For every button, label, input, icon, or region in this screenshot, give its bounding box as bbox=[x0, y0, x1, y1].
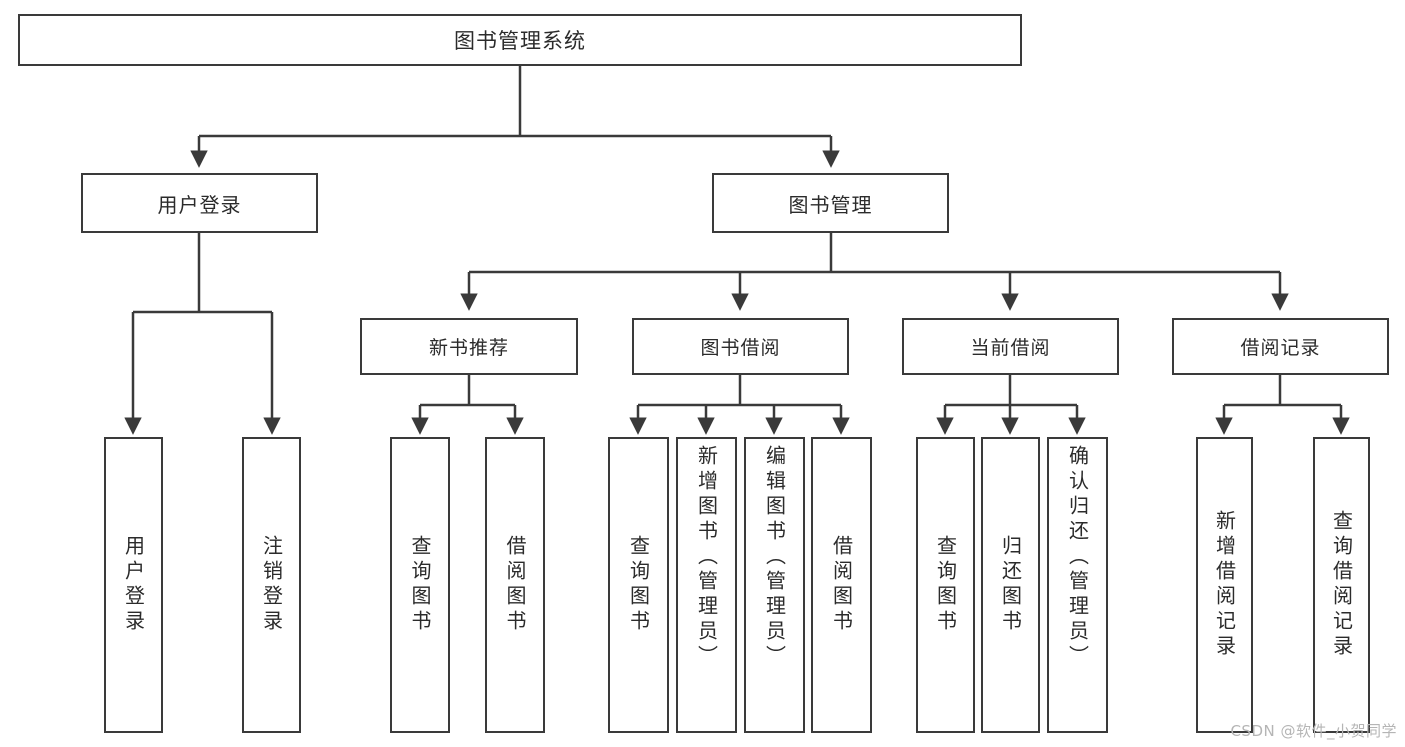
watermark-text: CSDN @软件_小贺同学 bbox=[1230, 722, 1397, 740]
leaf-confirm-return-label: 确认归还（管理员） bbox=[1065, 445, 1090, 670]
leaf-query-book-3[interactable]: 查询图书 bbox=[916, 437, 975, 733]
node-current-borrow-label: 当前借阅 bbox=[970, 337, 1051, 359]
leaf-query-record-label: 查询借阅记录 bbox=[1329, 510, 1354, 660]
node-book-management-label: 图书管理 bbox=[788, 192, 873, 217]
leaf-query-book-3-label: 查询图书 bbox=[933, 535, 958, 635]
leaf-query-record[interactable]: 查询借阅记录 bbox=[1313, 437, 1370, 733]
leaf-add-book[interactable]: 新增图书（管理员） bbox=[676, 437, 737, 733]
leaf-confirm-return[interactable]: 确认归还（管理员） bbox=[1047, 437, 1108, 733]
node-current-borrow[interactable]: 当前借阅 bbox=[902, 318, 1119, 375]
leaf-logout-label: 注销登录 bbox=[259, 535, 284, 635]
leaf-query-book-2-label: 查询图书 bbox=[626, 535, 651, 635]
leaf-add-record-label: 新增借阅记录 bbox=[1212, 510, 1237, 660]
leaf-query-book-1-label: 查询图书 bbox=[408, 535, 432, 635]
node-book-management[interactable]: 图书管理 bbox=[712, 173, 949, 233]
node-book-borrow[interactable]: 图书借阅 bbox=[632, 318, 849, 375]
leaf-query-book-2[interactable]: 查询图书 bbox=[608, 437, 669, 733]
leaf-borrow-book-2[interactable]: 借阅图书 bbox=[811, 437, 872, 733]
leaf-edit-book[interactable]: 编辑图书（管理员） bbox=[744, 437, 805, 733]
leaf-add-book-label: 新增图书（管理员） bbox=[694, 445, 719, 670]
leaf-borrow-book-1-label: 借阅图书 bbox=[503, 535, 527, 635]
leaf-add-record[interactable]: 新增借阅记录 bbox=[1196, 437, 1253, 733]
node-user-login-label: 用户登录 bbox=[157, 192, 242, 217]
node-user-login[interactable]: 用户登录 bbox=[81, 173, 318, 233]
node-new-book-recommend-label: 新书推荐 bbox=[428, 337, 509, 359]
leaf-return-book-label: 归还图书 bbox=[998, 535, 1023, 635]
node-root-label: 图书管理系统 bbox=[454, 29, 586, 53]
leaf-borrow-book-2-label: 借阅图书 bbox=[829, 535, 854, 635]
node-borrow-record-label: 借阅记录 bbox=[1240, 337, 1321, 359]
node-book-borrow-label: 图书借阅 bbox=[700, 337, 781, 359]
node-borrow-record[interactable]: 借阅记录 bbox=[1172, 318, 1389, 375]
leaf-borrow-book-1[interactable]: 借阅图书 bbox=[485, 437, 545, 733]
node-root[interactable]: 图书管理系统 bbox=[18, 14, 1022, 66]
leaf-logout[interactable]: 注销登录 bbox=[242, 437, 301, 733]
node-new-book-recommend[interactable]: 新书推荐 bbox=[360, 318, 578, 375]
leaf-user-login[interactable]: 用户登录 bbox=[104, 437, 163, 733]
leaf-query-book-1[interactable]: 查询图书 bbox=[390, 437, 450, 733]
leaf-edit-book-label: 编辑图书（管理员） bbox=[762, 445, 787, 670]
leaf-return-book[interactable]: 归还图书 bbox=[981, 437, 1040, 733]
leaf-user-login-label: 用户登录 bbox=[121, 535, 146, 635]
